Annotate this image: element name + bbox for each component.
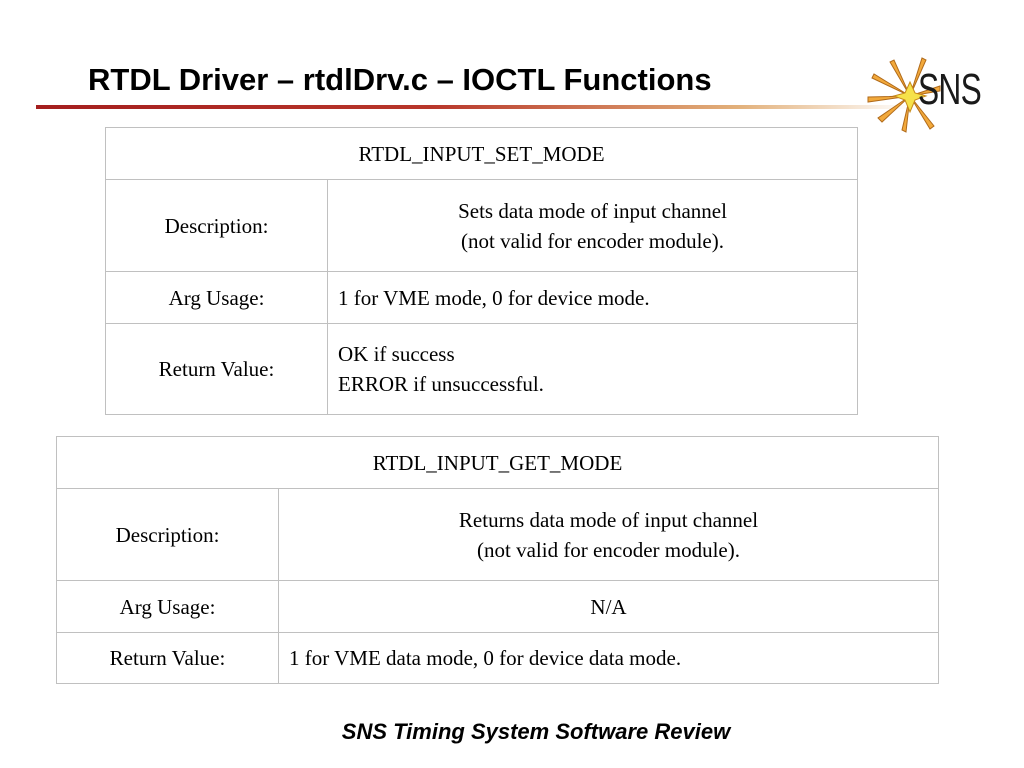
row-label: Return Value: [105, 323, 328, 415]
row-value: 1 for VME data mode, 0 for device data m… [278, 632, 939, 684]
value-line: (not valid for encoder module). [477, 537, 740, 562]
table-row: Description: Returns data mode of input … [56, 488, 939, 581]
table-header-row: RTDL_INPUT_SET_MODE [104, 127, 859, 180]
ioctl-table-set-mode: RTDL_INPUT_SET_MODE Description: Sets da… [104, 127, 859, 415]
row-label: Description: [105, 179, 328, 272]
value-line: OK if success [338, 342, 455, 366]
ioctl-table-get-mode: RTDL_INPUT_GET_MODE Description: Returns… [56, 436, 939, 684]
starburst-logo-icon [867, 57, 941, 133]
table-row: Description: Sets data mode of input cha… [105, 179, 859, 272]
row-value: 1 for VME mode, 0 for device mode. [326, 271, 859, 324]
slide-footer: SNS Timing System Software Review [341, 719, 731, 744]
table-row: Arg Usage: N/A [56, 580, 939, 633]
value-line: Sets data mode of input channel [458, 198, 727, 223]
table-row: Arg Usage: 1 for VME mode, 0 for device … [105, 271, 859, 324]
value-line: (not valid for encoder module). [461, 228, 724, 253]
ioctl-name: RTDL_INPUT_GET_MODE [56, 436, 939, 489]
table-row: Return Value: OK if success ERROR if uns… [105, 323, 859, 415]
table-row: Return Value: 1 for VME data mode, 0 for… [56, 632, 939, 684]
value-line: N/A [590, 594, 627, 619]
row-label: Return Value: [56, 632, 279, 684]
table-header-row: RTDL_INPUT_GET_MODE [56, 436, 939, 489]
value-line: 1 for VME data mode, 0 for device data m… [289, 646, 682, 670]
slide-title: RTDL Driver – rtdlDrv.c – IOCTL Function… [88, 62, 712, 97]
value-line: ERROR if unsuccessful. [338, 372, 544, 396]
sns-logo: SNS [862, 52, 994, 134]
row-value: OK if success ERROR if unsuccessful. [326, 323, 859, 415]
title-rule [36, 105, 912, 109]
value-line: Returns data mode of input channel [458, 507, 759, 532]
row-label: Description: [56, 488, 279, 581]
row-value: Sets data mode of input channel (not val… [326, 179, 859, 272]
row-value: N/A [278, 580, 939, 633]
row-label: Arg Usage: [56, 580, 279, 633]
ioctl-name: RTDL_INPUT_SET_MODE [104, 127, 859, 180]
logo-text: SNS [918, 65, 982, 114]
value-line: 1 for VME mode, 0 for device mode. [338, 285, 650, 310]
row-value: Returns data mode of input channel (not … [278, 488, 939, 581]
row-label: Arg Usage: [105, 271, 328, 324]
